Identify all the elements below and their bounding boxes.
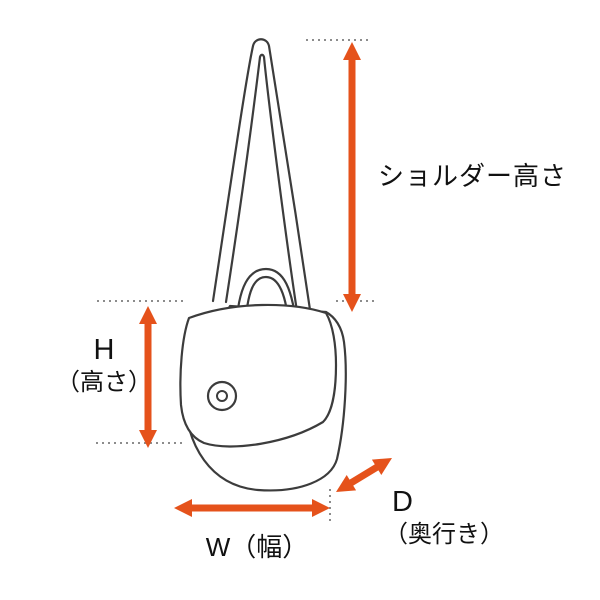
height-label-letter: H bbox=[93, 334, 115, 366]
clasp-outer-ring bbox=[206, 380, 238, 412]
shoulder-height-arrow bbox=[343, 42, 361, 312]
bag-handle bbox=[234, 267, 299, 335]
height-label: H （高さ） bbox=[46, 334, 162, 397]
shoulder-height-arrow-head-bottom bbox=[343, 294, 361, 312]
height-label-paren: （高さ） bbox=[56, 369, 152, 397]
height-arrow-head-bottom bbox=[139, 430, 157, 448]
shoulder-height-label: ショルダー高さ bbox=[378, 161, 568, 191]
width-arrow bbox=[174, 499, 330, 517]
height-arrow bbox=[139, 306, 157, 448]
depth-arrow-head-right bbox=[371, 458, 392, 475]
strap-inner-edge bbox=[224, 53, 300, 320]
bag-flap bbox=[179, 303, 338, 448]
depth-label-paren: （奥行き） bbox=[384, 521, 504, 549]
shoulder-height-arrow-head-top bbox=[343, 42, 361, 60]
depth-label: D （奥行き） bbox=[384, 486, 504, 549]
width-arrow-head-left bbox=[174, 499, 192, 517]
handle-inner-edge bbox=[243, 275, 291, 334]
depth-label-letter: D bbox=[392, 486, 413, 518]
handle-outer-edge bbox=[234, 267, 299, 335]
depth-arrow-shaft bbox=[348, 463, 380, 487]
width-arrow-head-right bbox=[312, 499, 330, 517]
bag-strap bbox=[211, 38, 314, 325]
depth-arrow bbox=[336, 458, 392, 492]
width-label: W（幅） bbox=[205, 532, 309, 562]
strap-outer-edge bbox=[211, 38, 314, 325]
clasp-inner-ring bbox=[216, 390, 228, 402]
clasp-button-icon bbox=[206, 380, 238, 412]
height-arrow-head-top bbox=[139, 306, 157, 324]
depth-arrow-head-left bbox=[336, 475, 357, 492]
